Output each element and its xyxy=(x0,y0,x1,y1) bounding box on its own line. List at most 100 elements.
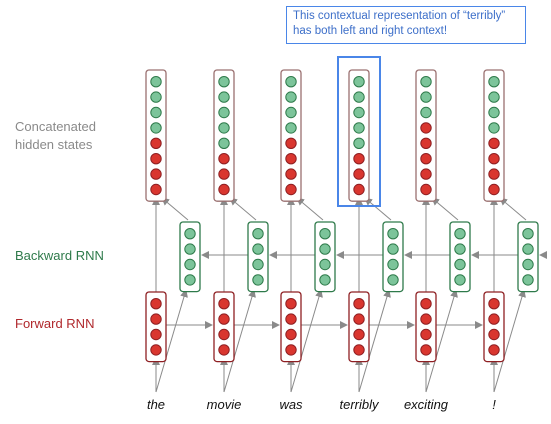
red-unit xyxy=(353,298,365,310)
concatenated-hidden-state xyxy=(415,69,437,202)
word-token: exciting xyxy=(403,397,449,412)
red-unit xyxy=(488,298,500,310)
forward-hidden-state xyxy=(415,291,437,363)
green-unit xyxy=(285,122,297,134)
forward-hidden-state xyxy=(145,291,167,363)
concatenated-hidden-state xyxy=(348,69,370,202)
concatenated-hidden-state xyxy=(213,69,235,202)
red-unit xyxy=(488,168,500,180)
green-unit xyxy=(454,258,466,271)
green-unit xyxy=(218,106,230,119)
word-token: terribly xyxy=(339,397,379,412)
diagram-vectors xyxy=(145,69,539,363)
red-unit xyxy=(285,153,297,165)
word-token: the xyxy=(146,397,166,412)
red-unit xyxy=(285,137,297,150)
backward-to-concat-arrow xyxy=(161,197,189,221)
green-unit xyxy=(285,76,297,88)
red-unit xyxy=(150,298,162,310)
green-unit xyxy=(218,137,230,150)
red-unit xyxy=(420,344,432,356)
word-token: movie xyxy=(206,397,242,412)
backward-to-concat-arrow xyxy=(296,197,324,221)
green-unit xyxy=(184,274,196,286)
green-unit xyxy=(285,91,297,103)
red-unit xyxy=(420,153,432,165)
green-unit xyxy=(150,76,162,88)
green-unit xyxy=(420,76,432,88)
red-unit xyxy=(285,328,297,341)
green-unit xyxy=(420,106,432,119)
forward-hidden-state xyxy=(483,291,505,363)
red-unit xyxy=(218,313,230,325)
red-unit xyxy=(353,153,365,165)
green-unit xyxy=(319,243,331,255)
red-unit xyxy=(150,168,162,180)
red-unit xyxy=(150,313,162,325)
word-to-backward-arrow xyxy=(155,289,188,393)
forward-rnn-label: Forward RNN xyxy=(15,316,95,331)
backward-hidden-state xyxy=(517,221,539,293)
red-unit xyxy=(218,183,230,196)
red-unit xyxy=(488,183,500,196)
red-unit xyxy=(353,344,365,356)
green-unit xyxy=(184,258,196,271)
green-unit xyxy=(218,91,230,103)
green-unit xyxy=(319,228,331,240)
callout-text: This contextual representation of “terri… xyxy=(286,6,526,44)
green-unit xyxy=(252,228,264,240)
red-unit xyxy=(420,122,432,134)
red-unit xyxy=(353,328,365,341)
green-unit xyxy=(218,122,230,134)
word-to-backward-arrow xyxy=(425,289,458,393)
red-unit xyxy=(285,183,297,196)
red-unit xyxy=(420,313,432,325)
green-unit xyxy=(285,106,297,119)
green-unit xyxy=(488,122,500,134)
backward-rnn-label: Backward RNN xyxy=(15,248,104,263)
red-unit xyxy=(488,153,500,165)
diagram-edges xyxy=(152,197,547,393)
green-unit xyxy=(387,243,399,255)
backward-hidden-state xyxy=(449,221,471,293)
red-unit xyxy=(488,313,500,325)
green-unit xyxy=(488,91,500,103)
word-to-backward-arrow xyxy=(223,289,256,393)
backward-to-concat-arrow xyxy=(364,197,392,221)
green-unit xyxy=(184,243,196,255)
green-unit xyxy=(319,258,331,271)
red-unit xyxy=(218,344,230,356)
red-unit xyxy=(353,313,365,325)
highlight-box xyxy=(337,56,381,207)
red-unit xyxy=(285,298,297,310)
red-unit xyxy=(353,168,365,180)
concatenated-hidden-state xyxy=(483,69,505,202)
red-unit xyxy=(218,168,230,180)
green-unit xyxy=(522,258,534,271)
green-unit xyxy=(454,228,466,240)
forward-hidden-state xyxy=(213,291,235,363)
green-unit xyxy=(522,243,534,255)
word-token: was xyxy=(279,397,303,412)
red-unit xyxy=(488,328,500,341)
backward-to-concat-arrow xyxy=(499,197,527,221)
word-token: ! xyxy=(492,397,496,412)
green-unit xyxy=(150,91,162,103)
backward-to-concat-arrow xyxy=(431,197,459,221)
concatenated-hidden-state xyxy=(280,69,302,202)
red-unit xyxy=(353,183,365,196)
red-unit xyxy=(150,328,162,341)
green-unit xyxy=(454,274,466,286)
green-unit xyxy=(353,106,365,119)
green-unit xyxy=(454,243,466,255)
green-unit xyxy=(150,122,162,134)
backward-hidden-state xyxy=(314,221,336,293)
red-unit xyxy=(488,137,500,150)
concatenated-hidden-state xyxy=(145,69,167,202)
red-unit xyxy=(218,153,230,165)
backward-hidden-state xyxy=(247,221,269,293)
red-unit xyxy=(150,137,162,150)
red-unit xyxy=(285,168,297,180)
red-unit xyxy=(488,344,500,356)
